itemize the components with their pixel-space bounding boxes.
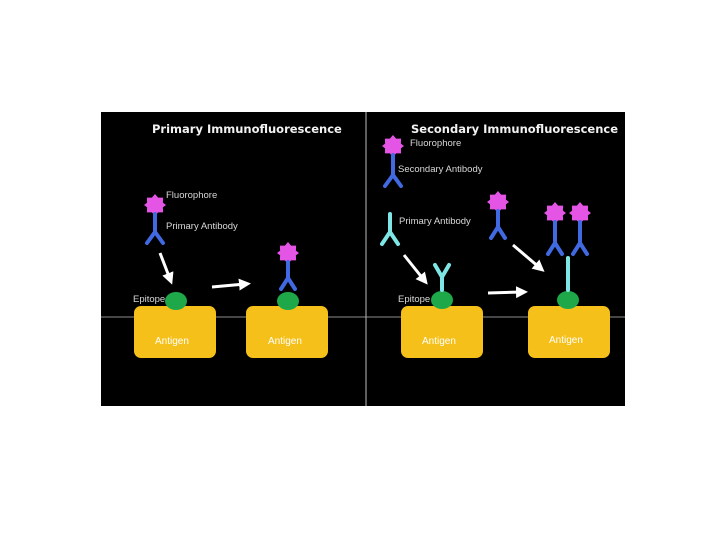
- left-antigen-2: [246, 306, 328, 358]
- right-antigen-2: [528, 306, 610, 358]
- right-epitope-1: [431, 291, 453, 309]
- left-antigen-2-label: Antigen: [268, 336, 302, 347]
- left-epitope-label: Epitope: [133, 294, 165, 305]
- right-antigen-1-label: Antigen: [422, 336, 456, 347]
- diagram-background: [101, 112, 625, 406]
- right-primary-antibody-label: Primary Antibody: [399, 216, 471, 227]
- left-antigen-1: [134, 306, 216, 358]
- right-secondary-antibody-label: Secondary Antibody: [398, 164, 483, 175]
- left-fluorophore-label: Fluorophore: [166, 190, 217, 201]
- right-epitope-2: [557, 291, 579, 309]
- right-arrow-right: [488, 292, 522, 293]
- left-antigen-1-label: Antigen: [155, 336, 189, 347]
- right-fluorophore-label: Fluorophore: [410, 138, 461, 149]
- right-epitope-label: Epitope: [398, 294, 430, 305]
- left-primary-antibody-label: Primary Antibody: [166, 221, 238, 232]
- right-antigen-1: [401, 306, 483, 358]
- left-epitope-2: [277, 292, 299, 310]
- right-antigen-2-label: Antigen: [549, 335, 583, 346]
- right-panel-title: Secondary Immunofluorescence: [411, 122, 618, 136]
- left-panel-title: Primary Immunofluorescence: [152, 122, 342, 136]
- left-epitope-1: [165, 292, 187, 310]
